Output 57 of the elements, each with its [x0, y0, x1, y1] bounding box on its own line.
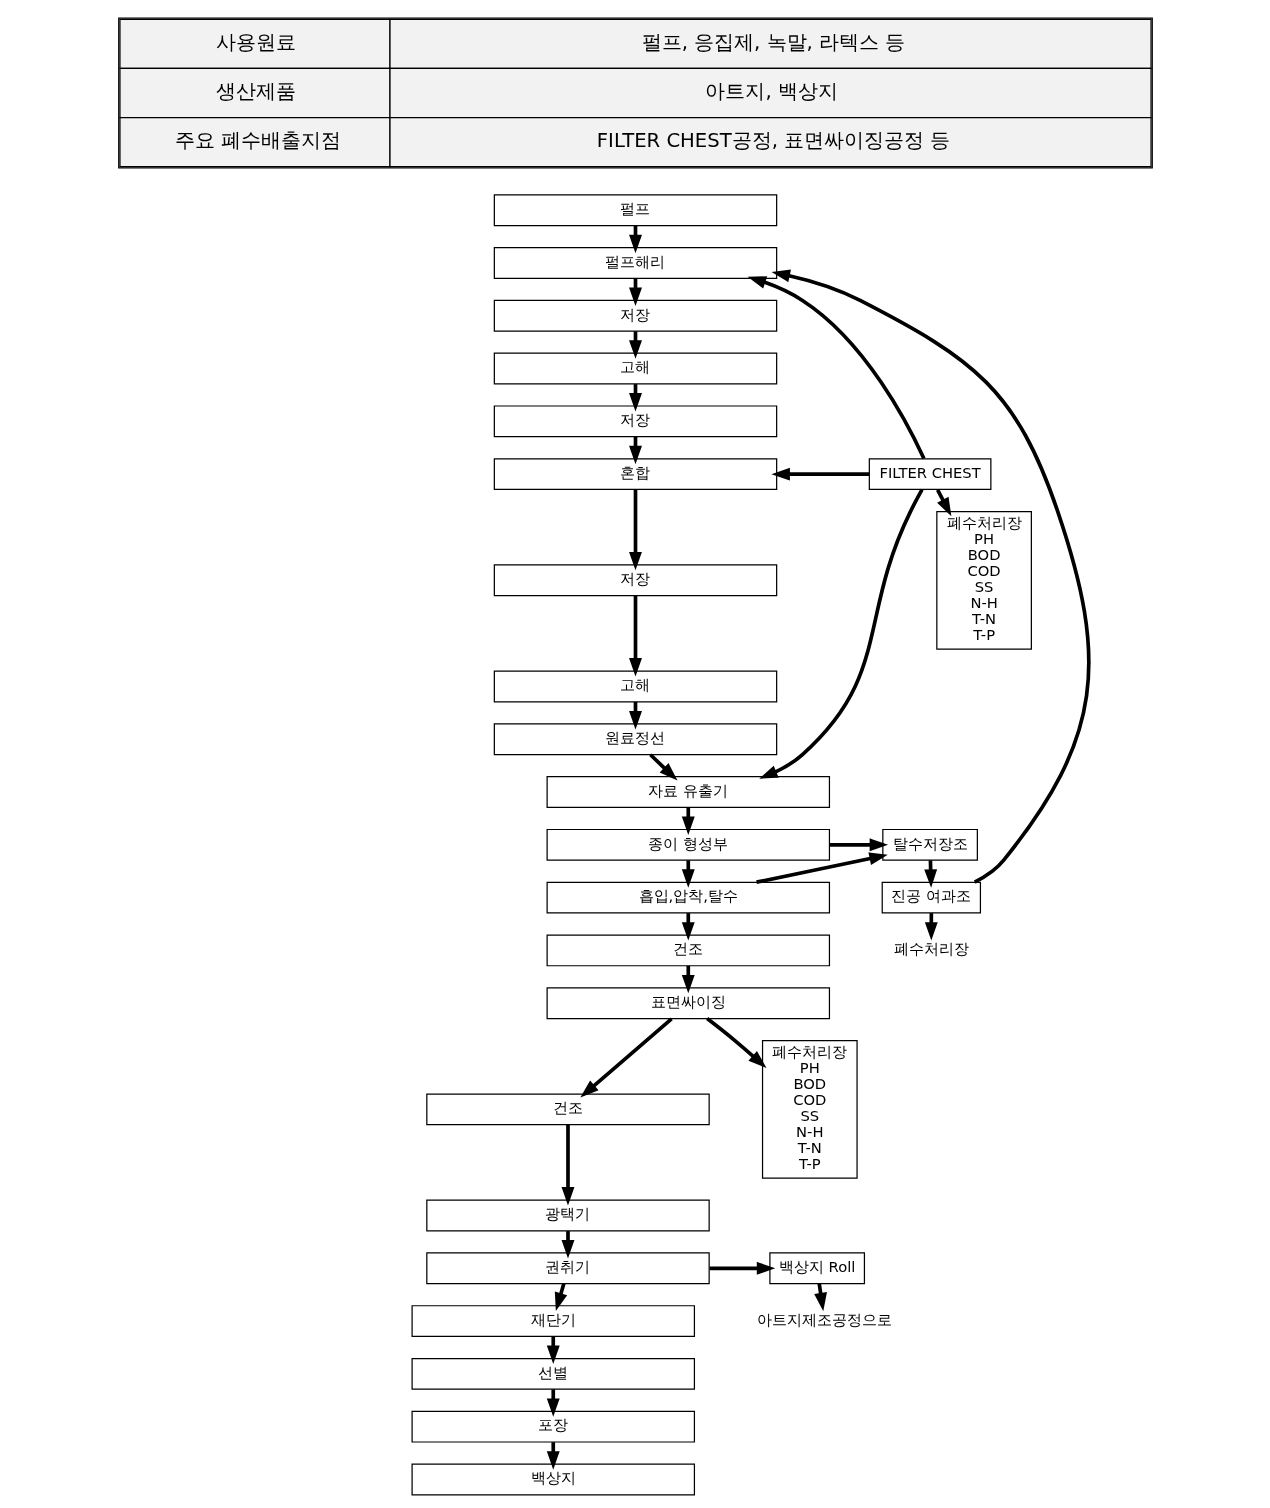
- arrow: [681, 807, 695, 835]
- label: 주요 폐수배출지점: [174, 128, 341, 152]
- arrow: [770, 467, 869, 481]
- node-box: 선별: [411, 1357, 695, 1390]
- arrow: [628, 489, 642, 571]
- node-box: 권취기: [425, 1252, 710, 1285]
- node-text: 아트지제조공정으로: [756, 1310, 892, 1328]
- node-box: 백상지: [411, 1463, 695, 1496]
- node-box: 펄프해리: [493, 247, 777, 279]
- label: 사용원료: [215, 30, 296, 54]
- arrow: [747, 276, 926, 460]
- arrow: [758, 488, 924, 779]
- node-text: 폐수처리장: [893, 940, 969, 958]
- arrow: [771, 269, 1090, 884]
- node-box: FILTER CHEST: [868, 458, 991, 491]
- arrow: [829, 838, 888, 852]
- arrow: [705, 1017, 766, 1069]
- arrow: [561, 1231, 574, 1259]
- arrow: [648, 753, 677, 781]
- node-box: 혼합: [493, 458, 777, 491]
- node-box: 폐수처리장 PH BOD COD SS N-H T-N T-P: [761, 1040, 858, 1179]
- node-box: 건조: [546, 934, 830, 967]
- node-box: 종이 형성부: [546, 828, 830, 861]
- node-box: 백상지 Roll: [768, 1252, 865, 1285]
- arrow: [681, 860, 695, 888]
- label: 아트지, 백상지: [704, 79, 838, 103]
- arrow: [628, 595, 642, 677]
- node-box: 포장: [411, 1410, 695, 1443]
- arrow: [546, 1442, 560, 1470]
- arrow: [935, 488, 951, 517]
- arrow: [709, 1261, 775, 1275]
- arrow: [579, 1017, 673, 1098]
- node-box: 고해: [493, 352, 777, 385]
- label: 펄프, 응집제, 녹말, 라텍스 등: [641, 30, 905, 54]
- label: 생산제품: [215, 79, 296, 103]
- node-box: 탈수저장조: [881, 828, 978, 861]
- arrow: [681, 913, 695, 941]
- node-box: 건조: [425, 1093, 710, 1126]
- arrow: [546, 1389, 560, 1417]
- node-box: 저장: [493, 564, 777, 597]
- node-box: 저장: [493, 299, 777, 332]
- arrow: [924, 913, 938, 941]
- arrow: [561, 1125, 574, 1206]
- arrow: [681, 965, 695, 994]
- node-box: 저장: [493, 405, 777, 438]
- node-box: 흡입,압착,탈수: [546, 881, 830, 914]
- node-box: 광택기: [425, 1199, 710, 1232]
- node-box: 자료 유출기: [546, 776, 830, 808]
- node-box: 펄프: [493, 194, 777, 227]
- node-box: 고해: [493, 670, 777, 703]
- arrow: [546, 1336, 560, 1365]
- node-box: 진공 여과조: [881, 881, 981, 914]
- node-box: 재단기: [411, 1305, 695, 1338]
- label: FILTER CHEST공정, 표면싸이징공정 등: [596, 128, 950, 152]
- node-box: 폐수처리장 PH BOD COD SS N-H T-N T-P: [935, 510, 1032, 650]
- node-box: 표면싸이징: [546, 987, 830, 1020]
- node-box: 원료정선: [493, 723, 777, 756]
